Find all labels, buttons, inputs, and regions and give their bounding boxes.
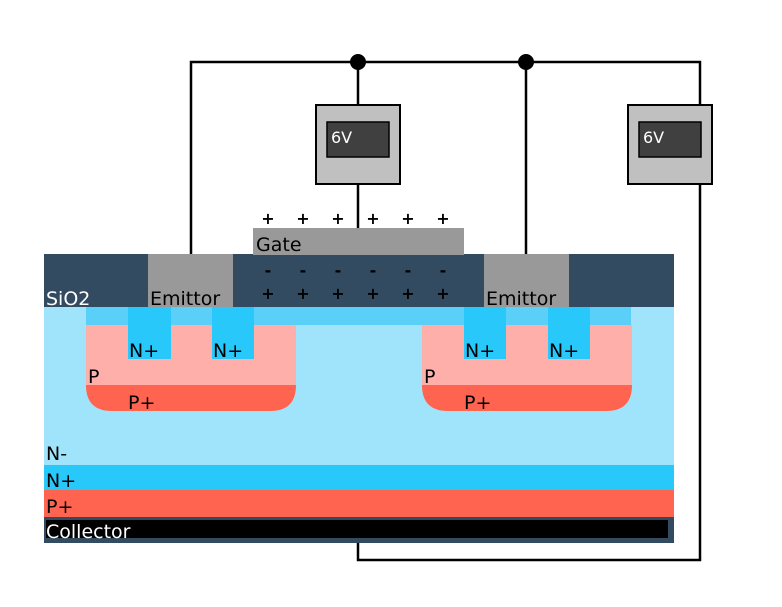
- gate-metal: [253, 228, 464, 255]
- negative-charge: -: [335, 261, 342, 280]
- emitter-right-label: Emittor: [486, 288, 556, 310]
- n-plus-3: [464, 307, 506, 359]
- positive-charge: +: [261, 209, 274, 228]
- positive-charge: +: [366, 284, 379, 303]
- region-labels: SiO2 Gate Emittor Emittor N+ N+ N+ N+ P …: [46, 234, 579, 543]
- n-buffer-label: N+: [46, 470, 76, 492]
- emitter-right-metal: [484, 254, 569, 307]
- gate-source-label: 6V: [331, 128, 352, 147]
- device-body: [44, 228, 674, 543]
- n-plus-1-label: N+: [129, 340, 159, 362]
- emitter-left-label: Emittor: [150, 288, 220, 310]
- negative-charge: -: [405, 261, 412, 280]
- emitter-left-metal: [148, 254, 233, 307]
- negative-charge: -: [370, 261, 377, 280]
- junction-dot: [518, 54, 534, 70]
- negative-charge: -: [300, 261, 307, 280]
- collector-voltage-source: 6V: [627, 104, 713, 185]
- oxide-label: SiO2: [46, 288, 90, 310]
- collector-source-label: 6V: [643, 128, 664, 147]
- n-plus-4-label: N+: [549, 340, 579, 362]
- p-substrate-label: P+: [46, 496, 73, 518]
- n-plus-4: [548, 307, 590, 359]
- positive-charge: +: [436, 284, 449, 303]
- n-plus-3-label: N+: [465, 340, 495, 362]
- positive-charge: +: [401, 284, 414, 303]
- p-body-right-label: P: [424, 366, 435, 388]
- collector-label: Collector: [46, 521, 131, 543]
- circuit-wires: [189, 54, 702, 562]
- gate-label: Gate: [256, 234, 302, 256]
- n-plus-2: [212, 307, 254, 359]
- charges: + + + + + + - - - - - - + + + + + +: [261, 209, 449, 303]
- oxide-layer: [44, 254, 674, 307]
- n-drift-label: N-: [46, 443, 67, 465]
- p-substrate-layer: [44, 490, 674, 517]
- p-plus-left-label: P+: [128, 392, 155, 414]
- negative-charge: -: [440, 261, 447, 280]
- n-plus-2-label: N+: [213, 340, 243, 362]
- p-plus-left: [86, 385, 296, 411]
- n-buffer-layer: [44, 465, 674, 490]
- positive-charge: +: [436, 209, 449, 228]
- positive-charge: +: [331, 209, 344, 228]
- positive-charge: +: [331, 284, 344, 303]
- junction-dot: [350, 54, 366, 70]
- positive-charge: +: [366, 209, 379, 228]
- positive-charge: +: [296, 209, 309, 228]
- p-plus-right-label: P+: [464, 392, 491, 414]
- p-body-left-label: P: [88, 366, 99, 388]
- gate-voltage-source: 6V: [315, 104, 401, 185]
- positive-charge: +: [296, 284, 309, 303]
- positive-charge: +: [401, 209, 414, 228]
- n-plus-1: [128, 307, 171, 359]
- collector-metal: [46, 520, 668, 538]
- negative-charge: -: [265, 261, 272, 280]
- positive-charge: +: [261, 284, 274, 303]
- p-plus-right: [422, 385, 632, 411]
